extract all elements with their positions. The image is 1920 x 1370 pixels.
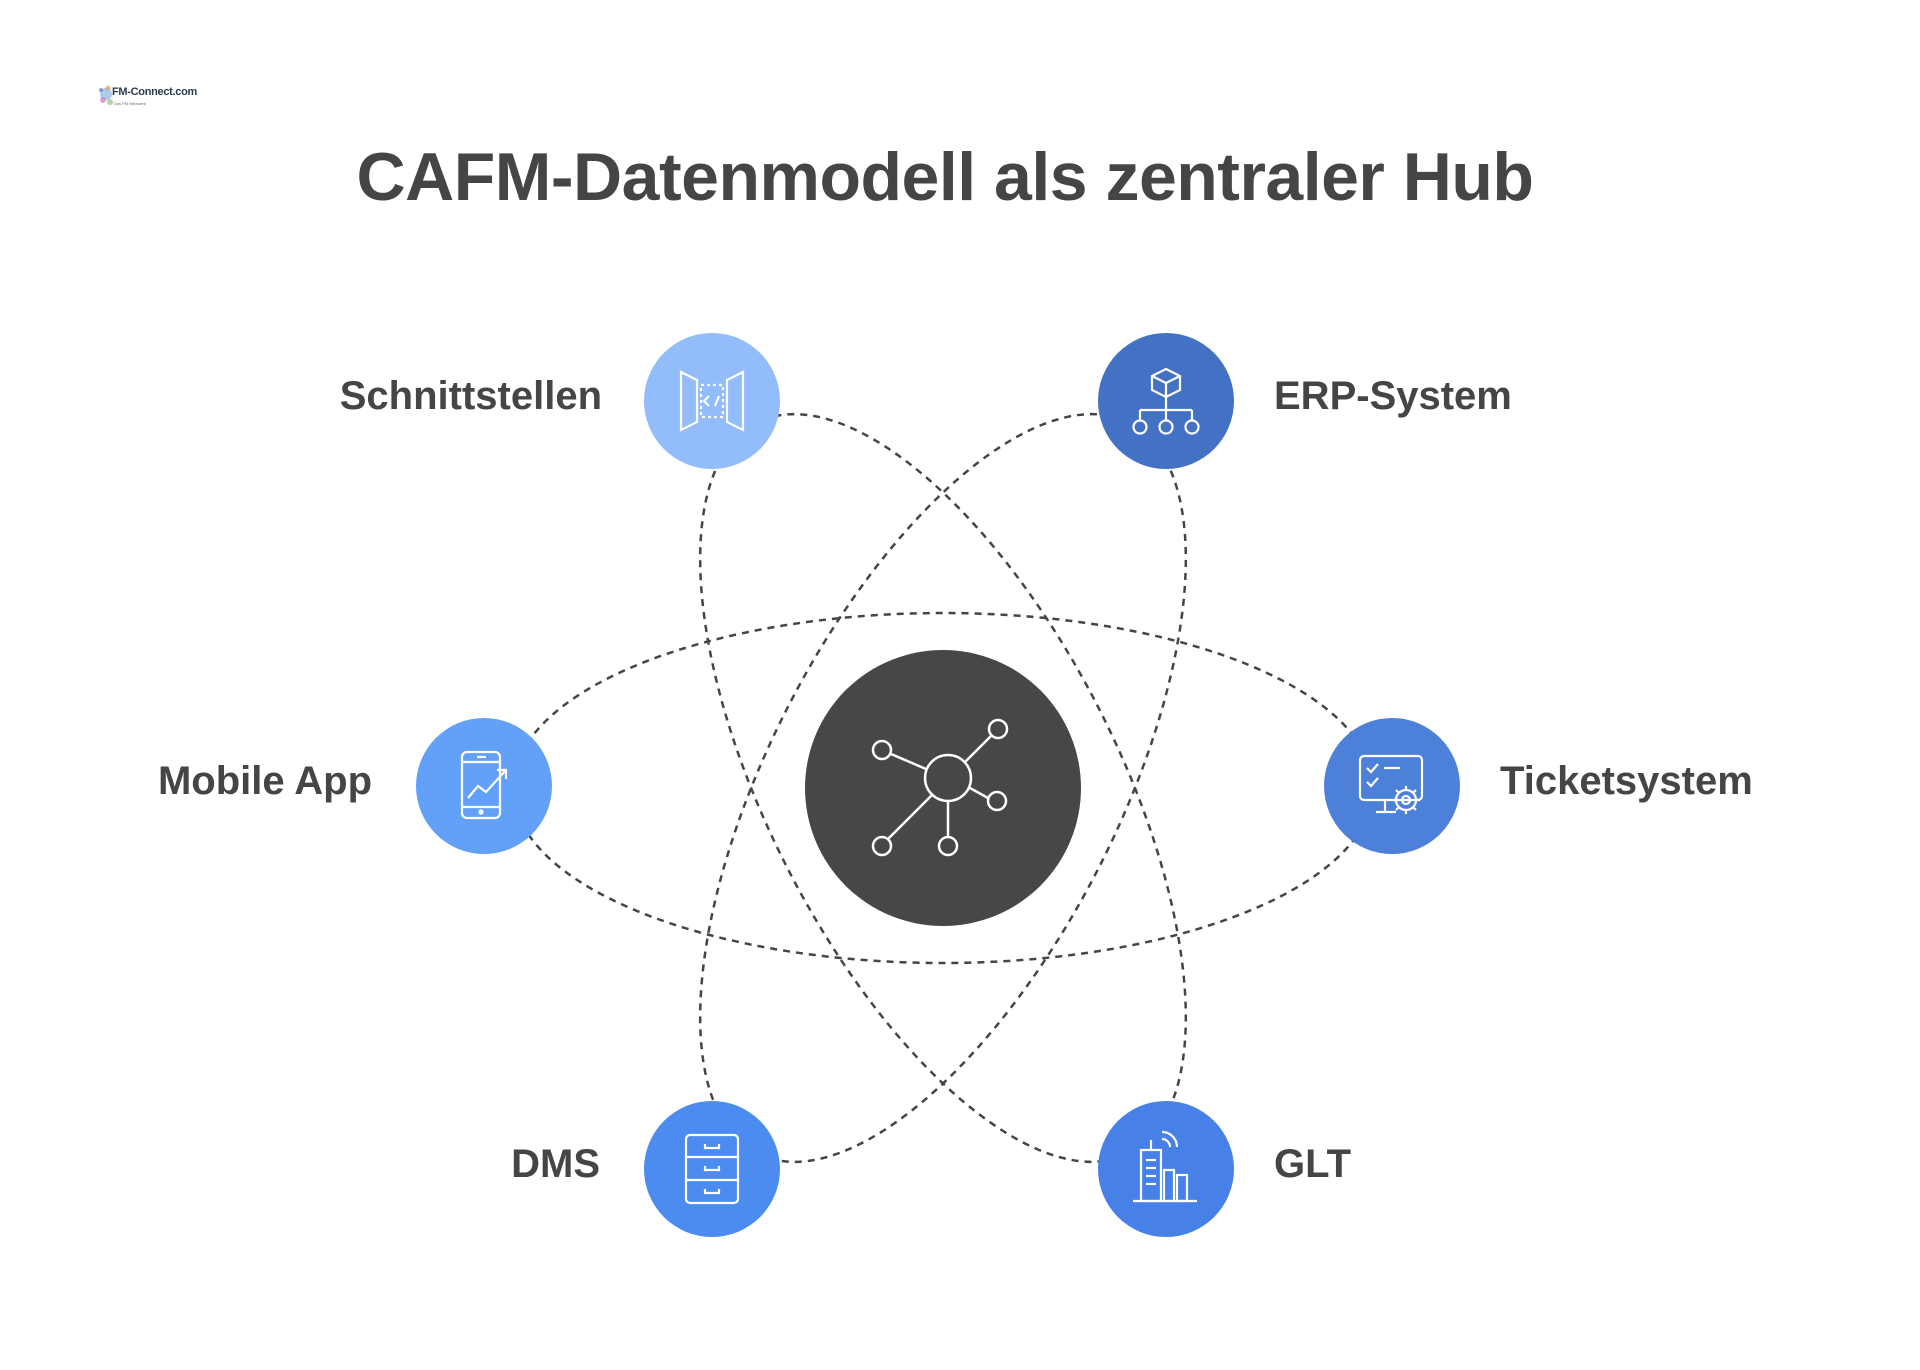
node-circle bbox=[1324, 718, 1460, 854]
node-schnittstellen[interactable] bbox=[644, 333, 780, 469]
logo-text: FM-Connect.com bbox=[112, 86, 198, 98]
central-hub[interactable] bbox=[805, 650, 1081, 926]
node-dms[interactable] bbox=[644, 1101, 780, 1237]
label-ticketsystem: Ticketsystem bbox=[1500, 759, 1753, 803]
page-title: CAFM-Datenmodell als zentraler Hub bbox=[356, 139, 1534, 215]
label-glt: GLT bbox=[1274, 1142, 1352, 1186]
logo-tagline: Das FM Netzwerk bbox=[114, 101, 146, 106]
node-mobile-app[interactable] bbox=[416, 718, 552, 854]
building-signal-icon bbox=[1133, 1130, 1197, 1203]
api-code-icon bbox=[679, 370, 745, 432]
brand-logo: FM-Connect.com Das FM Netzwerk bbox=[98, 80, 197, 116]
node-erp-system[interactable] bbox=[1098, 333, 1234, 469]
monitor-checklist-gear-icon bbox=[1358, 754, 1424, 814]
logo-splash-icon bbox=[99, 85, 113, 105]
node-circle bbox=[416, 718, 552, 854]
smartphone-chart-icon bbox=[460, 750, 508, 820]
label-mobile-app: Mobile App bbox=[157, 759, 372, 803]
hub-circle bbox=[805, 650, 1081, 926]
file-cabinet-icon bbox=[684, 1133, 740, 1205]
node-ticketsystem[interactable] bbox=[1324, 718, 1460, 854]
node-circle bbox=[644, 333, 780, 469]
hierarchy-cube-icon bbox=[1132, 367, 1200, 435]
label-erp-system: ERP-System bbox=[1274, 374, 1512, 418]
label-dms: DMS bbox=[511, 1142, 600, 1186]
node-glt[interactable] bbox=[1098, 1101, 1234, 1237]
label-schnittstellen: Schnittstellen bbox=[339, 374, 602, 418]
network-hub-icon bbox=[871, 718, 1009, 857]
